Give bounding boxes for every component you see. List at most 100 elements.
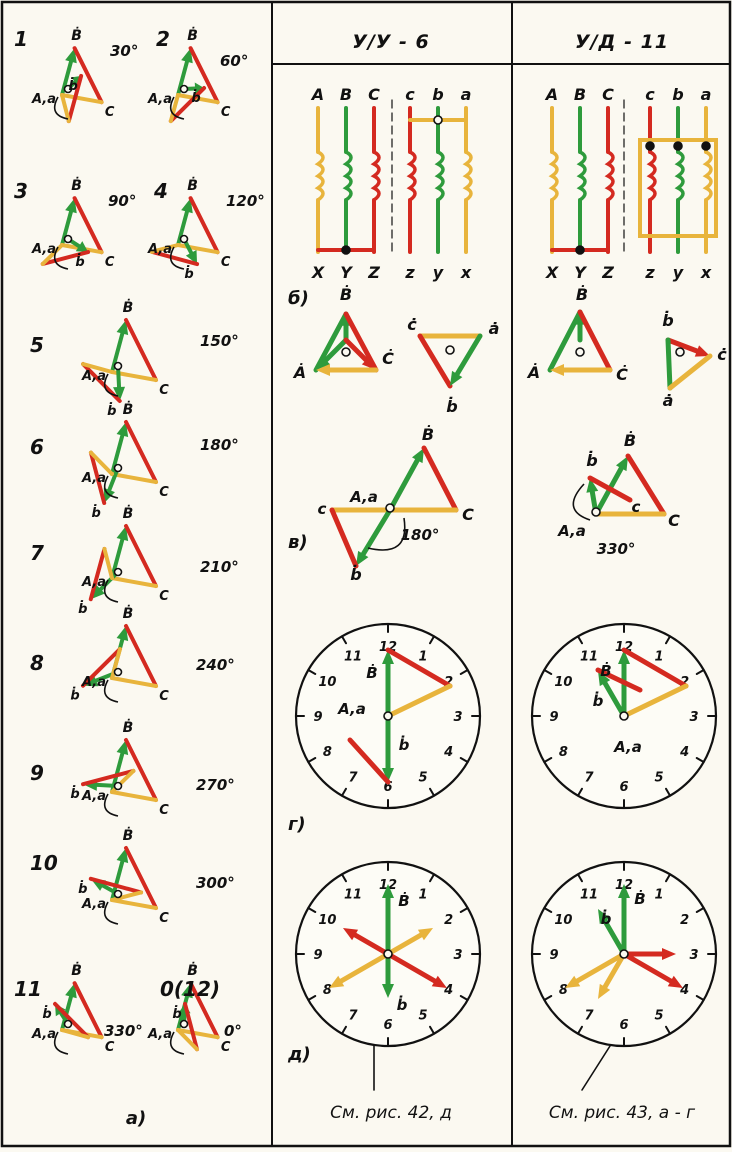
yy-v-phasor-b bbox=[360, 507, 393, 557]
yy-d-clock-tick-7 bbox=[341, 1025, 347, 1035]
group-angle-0(12): 0° bbox=[224, 1022, 242, 1040]
yd-v-side-BC bbox=[625, 453, 667, 517]
group-angle-10: 300° bbox=[196, 874, 235, 892]
yd-label-A: Ȧ bbox=[526, 363, 540, 382]
yd-label-B: Ḃ bbox=[576, 285, 588, 304]
row-label-d-yy: д) bbox=[287, 1044, 311, 1065]
yd-hv-neutral bbox=[575, 347, 585, 357]
hv-side-AC-8 bbox=[110, 676, 158, 688]
label-Aa-11: A,a bbox=[31, 1027, 56, 1042]
yy-lv-phasor-b-head bbox=[450, 370, 463, 386]
group-angle-6: 180° bbox=[200, 436, 239, 454]
yd-d-clock-num-6: 6 bbox=[619, 1018, 628, 1033]
yy-lv-coil-1 bbox=[434, 150, 445, 202]
yy-v-label-C: C bbox=[462, 505, 474, 524]
yd-d-clock-tick-2 bbox=[695, 907, 705, 913]
yd-d-neutral bbox=[619, 949, 629, 959]
label-B-7: Ḃ bbox=[123, 505, 134, 522]
group-number-2: 2 bbox=[156, 27, 170, 51]
yd-g-neutral bbox=[619, 711, 629, 721]
yd-v-label-c: c bbox=[632, 498, 641, 516]
hv-phasor-B-10-head bbox=[116, 848, 129, 864]
yd-v-label-b: ḃ bbox=[586, 451, 597, 470]
neutral-point-7 bbox=[113, 567, 123, 577]
yd-lv-end-label-2: x bbox=[700, 263, 712, 282]
yd-v-phasor-B-head bbox=[615, 456, 628, 472]
neutral-point-0(12) bbox=[179, 1019, 189, 1029]
yd-g-clock-num-3: 3 bbox=[689, 710, 698, 725]
yy-g-clock-tick-10 bbox=[307, 669, 317, 675]
yd-lv-neutral bbox=[675, 347, 685, 357]
yd-d-clock-tick-10 bbox=[543, 907, 553, 913]
group-number-1: 1 bbox=[14, 27, 28, 51]
yd-g-clock-num-4: 4 bbox=[679, 745, 689, 760]
yd-lv-coil-1 bbox=[674, 150, 685, 202]
yy-lv-top-label-0: c bbox=[405, 85, 415, 104]
yy-lv-top-label-1: b bbox=[432, 85, 443, 104]
yd-lv-end-label-0: z bbox=[644, 263, 655, 282]
yy-hv-coil-2 bbox=[370, 150, 381, 202]
hv-side-AC-0(12) bbox=[176, 1028, 220, 1040]
yy-g-side-BC bbox=[385, 647, 453, 689]
yy-d-label-b: ḃ bbox=[397, 995, 408, 1014]
yd-hv-top-label-2: C bbox=[602, 85, 614, 104]
yy-d-clock-tick-5 bbox=[429, 1025, 435, 1035]
yd-d-label-b: ḃ bbox=[601, 909, 612, 928]
yd-g-clock-tick-11 bbox=[577, 635, 583, 645]
yd-g-clock-tick-2 bbox=[695, 669, 705, 675]
hv-side-AC-4 bbox=[176, 243, 220, 255]
label-B-0(12): Ḃ bbox=[187, 962, 198, 979]
yd-g-label-b: ḃ bbox=[593, 691, 604, 710]
yy-lv-coil-2 bbox=[462, 150, 473, 202]
yd-v-neutral bbox=[591, 507, 601, 517]
yd-g-clock-num-6: 6 bbox=[619, 780, 628, 795]
lv-side-bc-9 bbox=[81, 768, 136, 787]
lv-side-bc-8 bbox=[81, 647, 122, 688]
rotation-arc-4 bbox=[169, 246, 185, 270]
yd-lv-top-label-2: a bbox=[701, 85, 712, 104]
hv-side-BC-9 bbox=[124, 738, 158, 802]
hv-side-AC-7 bbox=[110, 576, 158, 588]
label-b-4: ḃ bbox=[184, 266, 193, 282]
yd-lv-phasor-c-head bbox=[694, 345, 710, 357]
yd-hv-coil-2 bbox=[604, 150, 615, 202]
yy-g-clock-tick-7 bbox=[341, 787, 347, 797]
lv-side-bc-4 bbox=[149, 249, 200, 267]
group-angle-9: 270° bbox=[196, 776, 235, 794]
yd-hv-end-label-2: Z bbox=[601, 263, 614, 282]
yd-label-C: Ċ bbox=[616, 365, 628, 384]
hv-phasor-B-7-head bbox=[116, 526, 129, 542]
hv-side-BC-5 bbox=[124, 318, 158, 382]
group-number-11: 11 bbox=[14, 977, 42, 1001]
label-C-11: C bbox=[105, 1040, 115, 1055]
yy-g-clock-num-6: 6 bbox=[383, 780, 392, 795]
yd-label-c: ċ bbox=[717, 345, 727, 364]
hv-side-AC-9 bbox=[110, 790, 158, 802]
yd-g-clock-num-9: 9 bbox=[549, 710, 558, 725]
yy-label-c: ċ bbox=[407, 315, 417, 334]
yd-g-clock-num-1: 1 bbox=[654, 649, 663, 664]
lv-side-ac-4 bbox=[149, 243, 180, 254]
yy-d-phasor-C-head bbox=[431, 975, 447, 988]
hv-phasor-B-2-head bbox=[181, 48, 193, 64]
yy-d-phasor-C bbox=[385, 951, 438, 984]
yd-g-clock-num-11: 11 bbox=[580, 649, 598, 664]
rotation-arc-6 bbox=[103, 475, 119, 499]
lv-side-ac-7 bbox=[102, 546, 114, 580]
hv-phasor-B-4 bbox=[176, 209, 189, 247]
yd-v-angle: 330° bbox=[597, 540, 636, 558]
yd-g-phasor-b bbox=[602, 680, 627, 719]
yd-lv-side-ab bbox=[665, 337, 673, 391]
rotation-arc-5 bbox=[103, 373, 119, 397]
lv-side-ac-0(12) bbox=[176, 1028, 199, 1052]
yd-d-leader-line bbox=[581, 1045, 611, 1091]
yd-d-clock-num-3: 3 bbox=[689, 948, 698, 963]
yd-lv-node-b bbox=[673, 141, 683, 151]
rotation-arc-2 bbox=[169, 96, 185, 120]
lv-phasor-b-3-head bbox=[75, 241, 89, 253]
label-Aa-5: A,a bbox=[81, 369, 106, 384]
yy-lv-side-cb bbox=[417, 333, 453, 389]
label-Aa-1: A,a bbox=[31, 92, 56, 107]
caption-a: а) bbox=[126, 1108, 146, 1129]
yy-hv-star-point bbox=[341, 245, 351, 255]
